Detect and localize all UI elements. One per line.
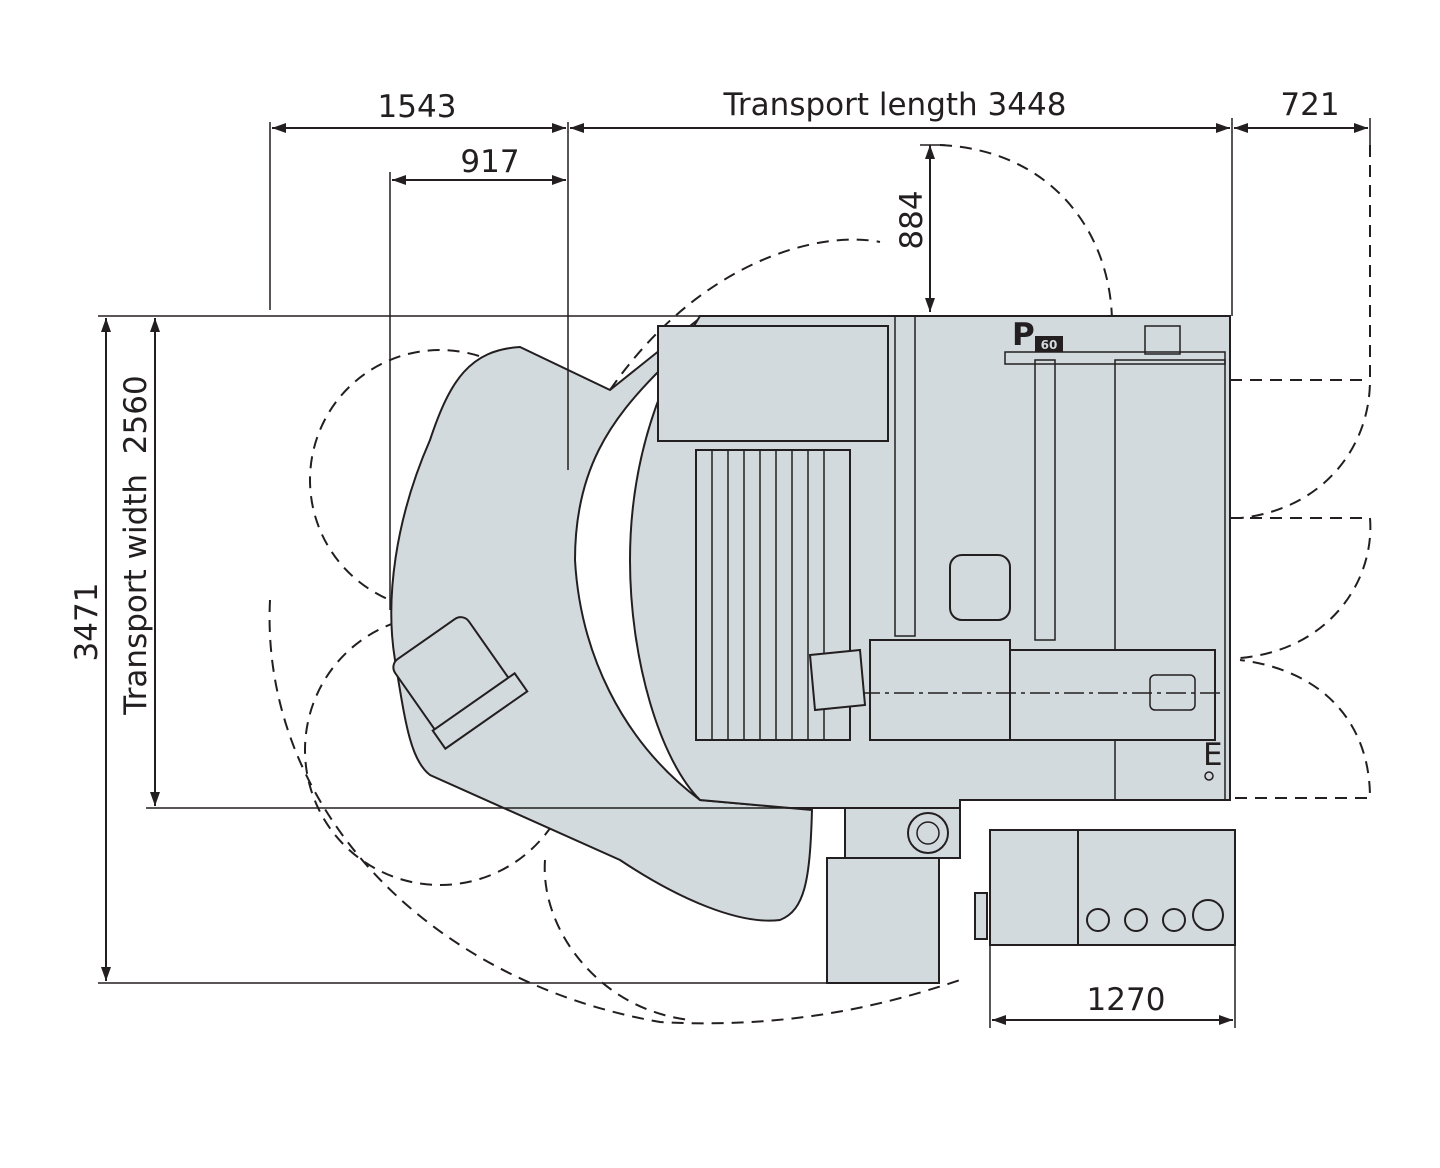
dim-884: 884	[894, 190, 930, 249]
right-door-arc-1	[1230, 145, 1371, 519]
p-label: P	[1012, 317, 1035, 353]
top-panel	[1144, 325, 1181, 355]
pendant-handle	[431, 671, 529, 751]
column-rail-2	[1034, 359, 1056, 641]
e-label: E	[1203, 737, 1223, 773]
dim-3471: 3471	[69, 583, 105, 662]
table-slide	[1009, 649, 1216, 741]
dim-transport-length: Transport length 3448	[723, 87, 1067, 123]
machine-body: P 60 E	[390, 315, 1236, 984]
tank-gauge	[1192, 899, 1224, 931]
dim-917: 917	[460, 144, 519, 180]
right-cabinet	[1114, 359, 1226, 801]
turret-housing	[390, 317, 814, 922]
tank-knob-1	[1086, 908, 1110, 932]
seat	[949, 554, 1011, 621]
dim-1543: 1543	[378, 89, 457, 125]
motor-fins	[711, 450, 825, 740]
tank-knob-2	[1124, 908, 1148, 932]
ground-symbol	[1204, 771, 1214, 781]
upper-block	[657, 325, 889, 442]
column-rail	[894, 315, 916, 637]
tank-handle	[974, 892, 988, 940]
top-rail	[1004, 351, 1226, 365]
dim-transport-width: Transport width 2560	[118, 375, 154, 715]
carriage	[869, 639, 1011, 741]
dim-1270: 1270	[1087, 982, 1166, 1018]
spindle-head	[808, 648, 867, 712]
coolant-tank	[989, 829, 1236, 946]
chip-conveyor	[826, 857, 940, 984]
dim-721: 721	[1280, 87, 1339, 123]
door-swing-arc	[939, 144, 1113, 321]
lower-swing-arc	[543, 859, 691, 1021]
coolant-pump	[907, 812, 949, 854]
dimension-lines	[98, 118, 1371, 1028]
right-door-arc-3	[1235, 659, 1372, 799]
p-plate-text: 60	[1041, 338, 1058, 352]
p-plate	[1035, 336, 1063, 352]
right-door-arc-2	[1230, 517, 1372, 659]
tank-knob-3	[1162, 908, 1186, 932]
